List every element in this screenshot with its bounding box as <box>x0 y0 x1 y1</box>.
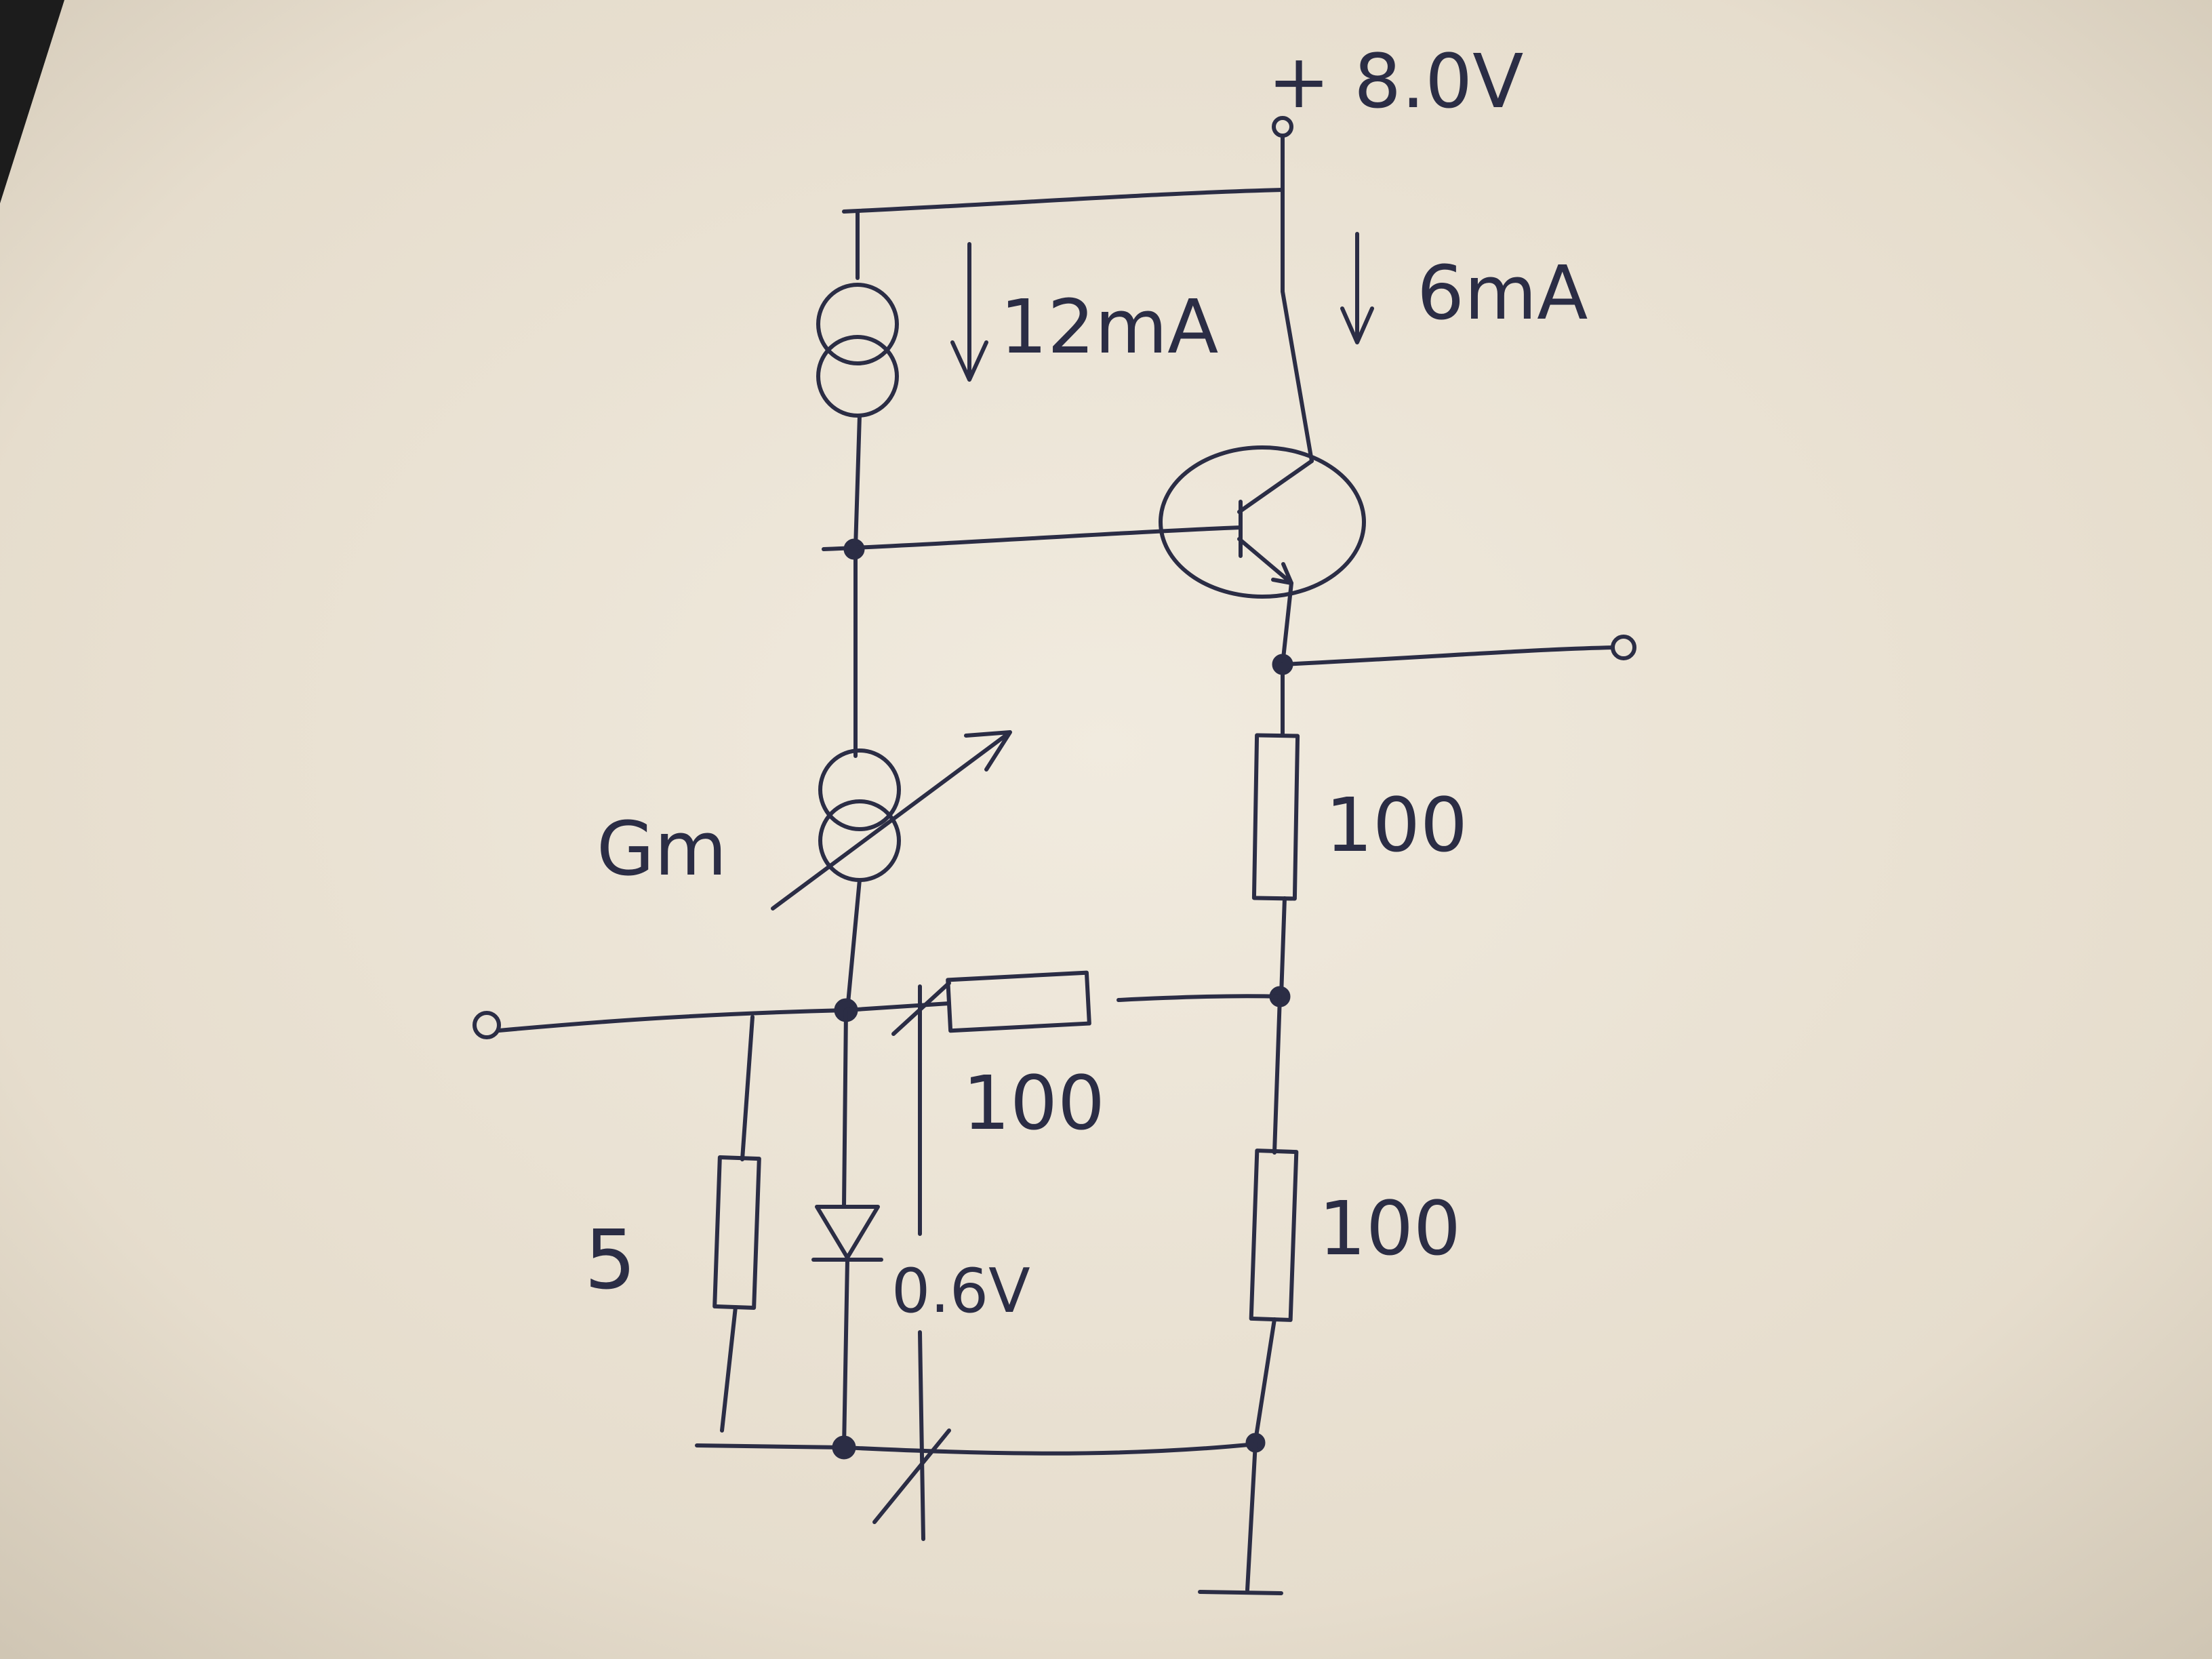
node-to-resistor-wire <box>1272 995 1282 1155</box>
resistor-ground-label: 100 <box>1319 1185 1461 1272</box>
current-6ma-label: 6mA <box>1417 249 1588 336</box>
supply-voltage-label: + 8.0V <box>1268 38 1523 125</box>
cut-mark-top <box>891 981 951 1236</box>
gm-label: Gm <box>597 805 727 892</box>
top-wire <box>842 188 1285 214</box>
top-rail <box>842 134 1285 294</box>
resistor-emitter-label: 100 <box>1325 782 1468 868</box>
input-wire <box>497 1008 848 1033</box>
gm-to-input-wire <box>845 878 862 1012</box>
bottom-node-left <box>832 1435 856 1460</box>
diode-to-ground-wire <box>842 1258 849 1450</box>
resistor-to-node-wire <box>1279 896 1287 997</box>
current-12ma-label: 12mA <box>1000 283 1218 370</box>
arrow-down-icon <box>1340 232 1374 344</box>
resistor-emitter <box>1251 733 1300 901</box>
ground-icon <box>1198 1590 1283 1595</box>
input-to-resistor-wire <box>740 1015 755 1161</box>
input-terminal <box>472 1011 501 1039</box>
output-wire <box>1281 645 1615 666</box>
diode-voltage-label: 0.6V <box>891 1256 1030 1327</box>
resistor-to-ground-rail-wire <box>720 1305 738 1433</box>
paper-edge-shadow <box>0 0 64 203</box>
ground-wire <box>1245 1441 1258 1592</box>
base-wire <box>822 525 1243 551</box>
resistor-ground <box>1249 1148 1299 1322</box>
resistor-feedback-label: 100 <box>963 1060 1105 1146</box>
resistor-feedback <box>946 970 1091 1033</box>
resistor-to-ground-wire <box>1253 1317 1276 1443</box>
emitter-wire <box>1281 581 1293 666</box>
input-to-feedback-resistor-wire <box>844 1001 951 1012</box>
source-to-base-wire <box>853 414 862 550</box>
collector-wire <box>1281 289 1314 463</box>
feedback-resistor-to-node-wire <box>1117 994 1282 1002</box>
resistor-input-label: 5 <box>584 1214 636 1308</box>
output-terminal <box>1611 635 1636 660</box>
arrow-down-icon <box>950 242 988 382</box>
input-to-diode-wire <box>842 1008 848 1209</box>
bottom-rail <box>695 1442 1258 1456</box>
cut-mark-bottom <box>872 1330 951 1541</box>
